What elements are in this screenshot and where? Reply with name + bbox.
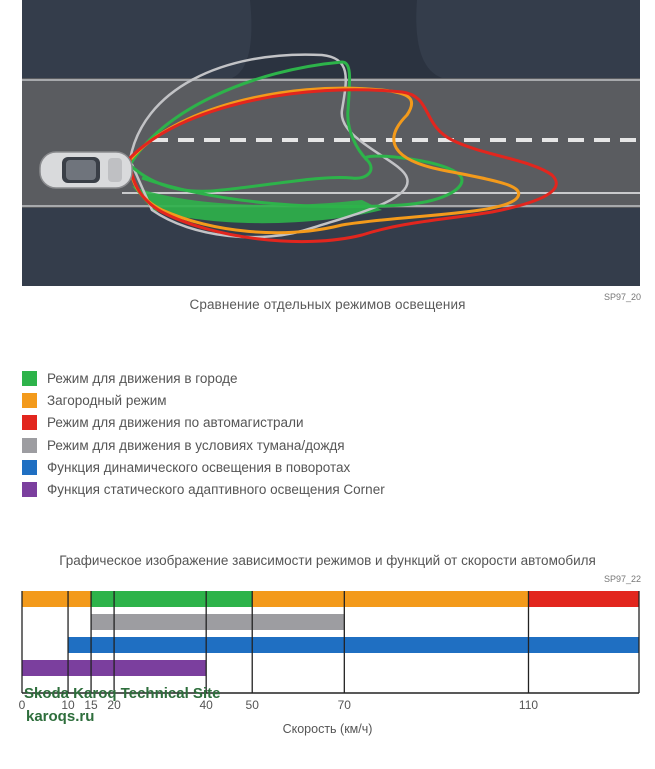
car-icon [39, 151, 133, 189]
legend-swatch [22, 437, 37, 453]
legend-item: Функция динамического освещения в поворо… [22, 456, 385, 478]
tick-label: 50 [246, 698, 260, 712]
tick-label: 15 [84, 698, 98, 712]
speed-bar-segment [91, 591, 253, 607]
legend-item: Режим для движения в городе [22, 367, 385, 389]
road-illustration [22, 0, 640, 286]
field-top-left [22, 0, 252, 78]
figure1-code: SP97_20 [603, 292, 641, 302]
figure2-title: Графическое изображение зависимости режи… [59, 553, 596, 568]
legend-swatch [22, 459, 37, 475]
field-top-right [416, 0, 640, 78]
tick-label: 0 [19, 698, 26, 712]
legend-swatch [22, 415, 37, 431]
speed-bar-segment [91, 614, 345, 630]
legend-label: Режим для движения в городе [47, 370, 238, 386]
legend-swatch [22, 370, 37, 386]
speed-bar-segment [252, 591, 529, 607]
motorway-beam-outline [128, 88, 558, 243]
legend-label: Функция статического адаптивного освещен… [47, 482, 385, 498]
watermark-domain: karoqs.ru [26, 708, 95, 725]
speed-chart: 0 10 15 20 40 50 70 110 [19, 591, 640, 712]
road-surface [22, 78, 640, 208]
legend: Режим для движения в городе Загородный р… [22, 367, 385, 501]
legend-label: Функция динамического освещения в поворо… [47, 459, 351, 475]
legend-label: Режим для движения по автомагистрали [47, 415, 304, 431]
x-axis-title: Скорость (км/ч) [282, 722, 373, 736]
tick-label: 40 [199, 698, 213, 712]
legend-item: Режим для движения в условиях тумана/дож… [22, 434, 385, 456]
tick-label: 10 [61, 698, 75, 712]
speed-bar-segment [68, 637, 639, 653]
legend-item: Режим для движения по автомагистрали [22, 412, 385, 434]
figure2-code: SP97_22 [603, 574, 641, 584]
tick-label: 70 [338, 698, 352, 712]
legend-item: Функция статического адаптивного освещен… [22, 478, 385, 500]
legend-swatch [22, 392, 37, 408]
green-fill-area [132, 186, 382, 224]
field-bottom [22, 208, 640, 286]
road-svg [22, 0, 640, 286]
tick-label: 110 [519, 698, 538, 712]
legend-label: Режим для движения в условиях тумана/дож… [47, 437, 345, 453]
figure1-caption: Сравнение отдельных режимов освещения [189, 297, 466, 312]
tick-label: 20 [107, 698, 121, 712]
watermark-site: Skoda Karoq Technical Site [24, 685, 221, 702]
fog-beam-outline [128, 53, 409, 239]
speed-bar-segment [22, 591, 92, 607]
legend-swatch [22, 482, 37, 498]
speed-bar-segment [528, 591, 639, 607]
legend-label: Загородный режим [47, 392, 167, 408]
legend-item: Загородный режим [22, 389, 385, 411]
